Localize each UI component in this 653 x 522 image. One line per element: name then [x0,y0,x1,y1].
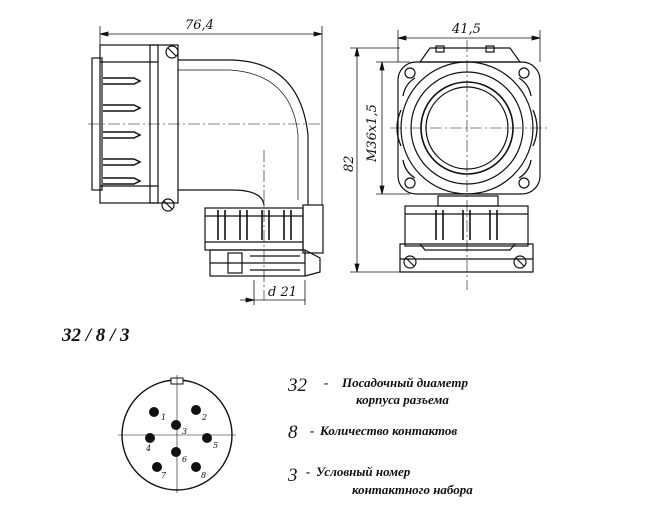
legend-line2-1: корпуса разъема [356,392,449,407]
pin-7 [152,462,162,472]
pin-1 [149,407,159,417]
knurl-ribs [103,77,142,185]
pin-label-3: 3 [182,427,187,436]
dim-diameter: d 21 [268,285,297,300]
pin-label-4: 4 [145,444,151,453]
dim-height: 82 [342,155,357,172]
pin-5 [202,433,212,443]
dim-thread: M36x1,5 [365,104,380,163]
pin-6 [171,447,181,457]
legend-code-3: 3 [287,465,298,486]
legend-code-2: 8 [288,422,298,443]
pin-3 [171,420,181,430]
legend: 32 - Посадочный диаметр корпуса разъема … [287,375,473,497]
pin-label-7: 7 [161,471,167,480]
designation-code: 32 / 8 / 3 [61,325,130,346]
screw-top-icon [165,45,179,59]
pin-label-2: 2 [201,413,207,422]
pin-label-6: 6 [182,455,187,464]
pin-label-5: 5 [213,441,218,450]
legend-line1-3: Условный номер [316,464,411,479]
front-view [350,30,548,290]
legend-code-1: 32 [287,375,308,396]
side-view [88,26,324,305]
pin-label-1: 1 [161,413,166,422]
legend-line1-2: Количество контактов [319,423,457,438]
legend-dash-2: - [310,423,314,438]
pin-8 [191,462,201,472]
dim-total-length: 76,4 [185,18,214,33]
pin-2 [191,405,201,415]
legend-line2-3: контактного набора [352,482,473,497]
pin-layout: 1 2 3 4 5 6 7 8 [118,375,236,493]
pin-4 [145,433,155,443]
dim-width: 41,5 [451,22,481,37]
screw-bottom-icon [161,198,175,212]
legend-line1-1: Посадочный диаметр [341,375,468,390]
legend-dash-3: - [306,464,310,479]
pin-label-8: 8 [201,471,206,480]
legend-dash-1: - [324,375,328,390]
